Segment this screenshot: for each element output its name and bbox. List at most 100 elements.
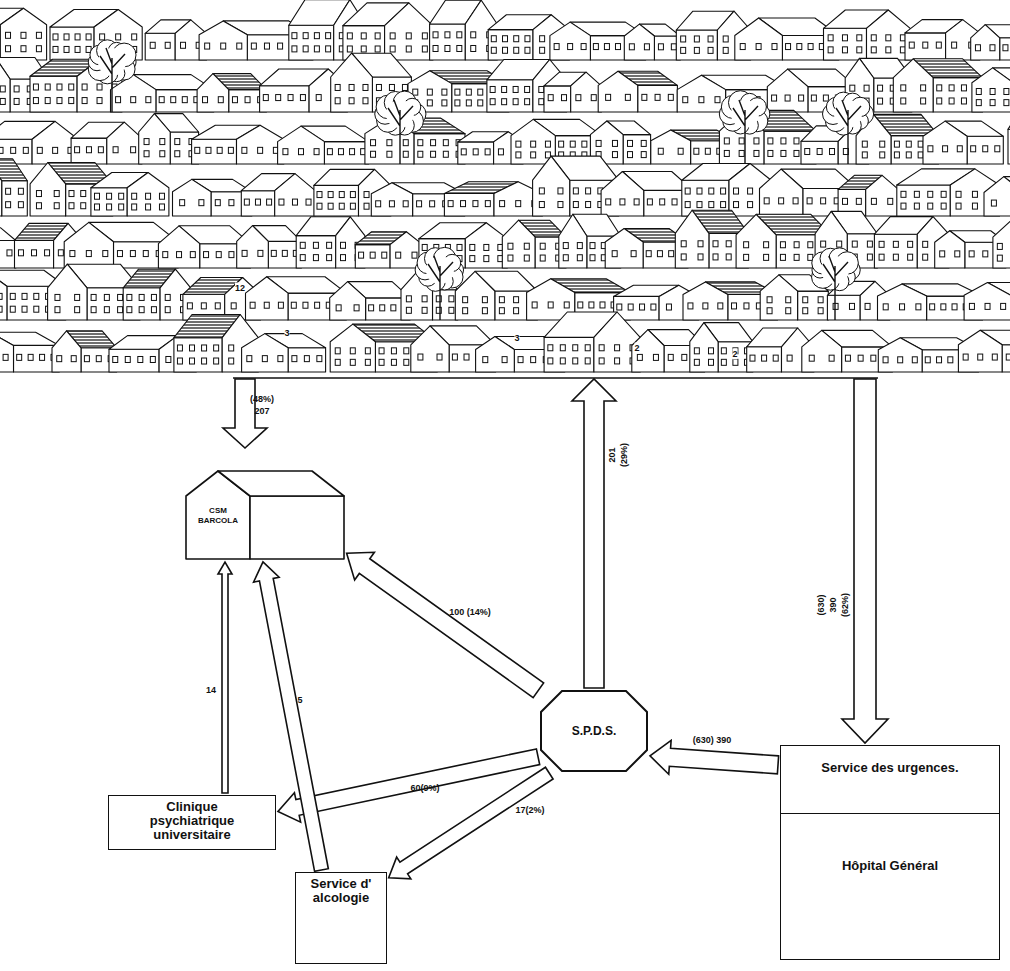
window bbox=[473, 149, 478, 155]
house-wall bbox=[544, 86, 571, 112]
house-gable bbox=[571, 72, 602, 112]
window bbox=[276, 95, 281, 101]
window bbox=[615, 44, 620, 50]
house-wall bbox=[289, 25, 334, 60]
house-gable bbox=[197, 74, 229, 112]
window bbox=[709, 188, 714, 194]
house bbox=[824, 10, 911, 60]
window bbox=[215, 303, 220, 309]
window bbox=[767, 297, 772, 303]
window bbox=[540, 255, 545, 261]
window bbox=[823, 95, 828, 101]
window bbox=[794, 150, 799, 156]
flow-count: 390 bbox=[828, 597, 839, 612]
window bbox=[1003, 45, 1008, 51]
window bbox=[883, 304, 888, 310]
house-gable bbox=[675, 210, 709, 268]
window bbox=[983, 251, 988, 257]
window bbox=[258, 147, 263, 153]
house bbox=[343, 3, 433, 60]
window bbox=[525, 36, 530, 42]
window bbox=[457, 45, 462, 51]
house-gable bbox=[935, 231, 965, 268]
window bbox=[514, 47, 519, 53]
house-wall bbox=[241, 191, 274, 216]
window bbox=[182, 97, 187, 103]
window bbox=[214, 345, 219, 351]
connectors bbox=[218, 552, 779, 879]
window bbox=[631, 251, 636, 257]
window bbox=[516, 152, 521, 158]
house-gable bbox=[878, 338, 922, 372]
window bbox=[871, 47, 876, 53]
house bbox=[893, 59, 982, 112]
window bbox=[150, 356, 155, 362]
flow-count: 5 bbox=[290, 695, 310, 706]
window bbox=[263, 95, 268, 101]
window bbox=[703, 303, 708, 309]
window bbox=[306, 199, 311, 205]
window bbox=[772, 44, 777, 50]
window bbox=[159, 97, 164, 103]
house-gable bbox=[601, 172, 644, 217]
tree-trunk bbox=[836, 100, 861, 164]
window bbox=[502, 357, 507, 363]
tree-trunk bbox=[823, 256, 848, 320]
window bbox=[55, 294, 60, 300]
window bbox=[116, 34, 121, 40]
window bbox=[244, 199, 249, 205]
house-wall bbox=[296, 236, 336, 268]
window bbox=[37, 147, 42, 153]
window bbox=[596, 140, 601, 146]
window bbox=[577, 255, 582, 261]
window bbox=[640, 304, 645, 310]
window bbox=[972, 191, 977, 197]
window bbox=[139, 294, 144, 300]
window bbox=[452, 354, 457, 360]
window bbox=[478, 89, 483, 95]
window bbox=[768, 150, 773, 156]
house bbox=[838, 175, 898, 216]
window bbox=[443, 140, 448, 146]
window bbox=[466, 100, 471, 106]
window bbox=[202, 358, 207, 364]
house-gable bbox=[0, 58, 10, 113]
window bbox=[427, 100, 432, 106]
tree-trunk bbox=[428, 256, 453, 320]
window bbox=[482, 308, 487, 314]
window bbox=[36, 46, 41, 52]
window bbox=[548, 345, 553, 351]
window bbox=[698, 254, 703, 260]
window bbox=[548, 358, 553, 364]
house-gable bbox=[802, 330, 842, 372]
window bbox=[576, 95, 581, 101]
window bbox=[554, 44, 559, 50]
window bbox=[862, 152, 867, 158]
house-gable bbox=[735, 18, 783, 60]
window bbox=[463, 297, 468, 303]
house-gable bbox=[64, 222, 113, 268]
window bbox=[292, 356, 297, 362]
window bbox=[1004, 100, 1009, 106]
window bbox=[901, 203, 906, 209]
window bbox=[132, 204, 137, 210]
house-wall bbox=[174, 338, 222, 372]
window bbox=[86, 147, 91, 153]
window bbox=[237, 43, 242, 49]
window bbox=[473, 201, 478, 207]
house-gable bbox=[30, 163, 66, 217]
house bbox=[984, 177, 1010, 216]
window bbox=[376, 201, 381, 207]
window bbox=[159, 204, 164, 210]
house-wall bbox=[824, 28, 867, 60]
window bbox=[69, 203, 74, 209]
window bbox=[165, 307, 170, 313]
window bbox=[58, 250, 63, 256]
window bbox=[586, 202, 591, 208]
window bbox=[159, 193, 164, 199]
window bbox=[350, 203, 355, 209]
window bbox=[681, 254, 686, 260]
window bbox=[617, 304, 622, 310]
flow-count: (630) 390 bbox=[692, 735, 732, 746]
window bbox=[683, 97, 688, 103]
